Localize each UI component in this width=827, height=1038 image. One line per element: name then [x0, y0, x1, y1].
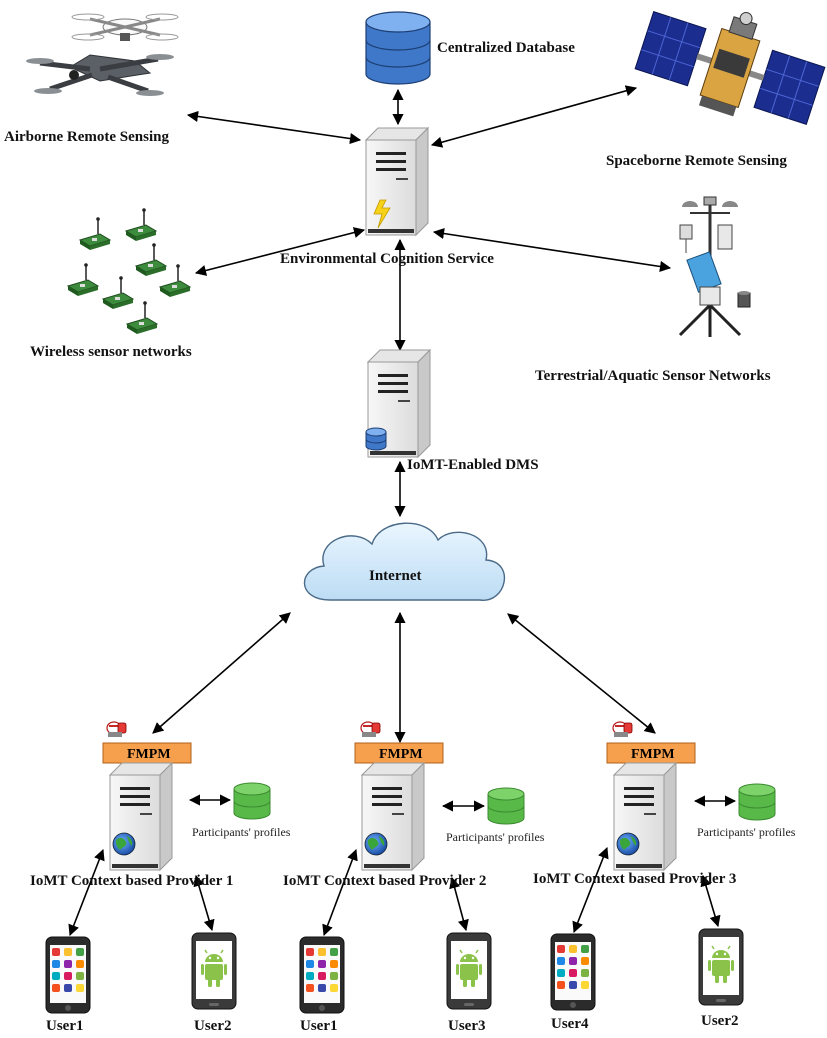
- ios-phone-icon: [299, 936, 345, 1014]
- user-label: User2: [194, 1018, 232, 1034]
- worker-icon: [106, 721, 127, 738]
- provider-2: FMPM Participants' profiles IoMT Context…: [283, 721, 545, 1034]
- profiles-database-icon: [233, 782, 271, 820]
- worker-icon: [360, 721, 381, 738]
- satellite-icon: [634, 11, 826, 125]
- user-label: User4: [551, 1016, 589, 1032]
- profiles-label: Participants' profiles: [446, 830, 545, 844]
- edge-p3-user-a: [572, 846, 609, 934]
- edge-airborne-ecs: [186, 110, 362, 145]
- terrestrial-label: Terrestrial/Aquatic Sensor Networks: [535, 368, 771, 384]
- profiles-label: Participants' profiles: [697, 825, 796, 839]
- provider-name: IoMT Context based Provider 1: [30, 873, 233, 889]
- weather-station-icon: [678, 196, 751, 337]
- internet-cloud-icon: [303, 522, 506, 601]
- android-phone-icon: [698, 928, 744, 1006]
- profiles-database-icon: [487, 787, 525, 825]
- globe-icon: [112, 832, 136, 856]
- fmpm-label: FMPM: [631, 747, 675, 762]
- centralized-database-label: Centralized Database: [437, 40, 575, 56]
- ios-phone-icon: [550, 933, 596, 1011]
- user-label: User1: [46, 1018, 84, 1034]
- edge-p3-user-b: [700, 874, 721, 928]
- edge-internet-p3: [507, 613, 656, 734]
- ios-phone-icon: [45, 936, 91, 1014]
- centralized-database-icon: [365, 11, 431, 85]
- drone-icon: [26, 13, 179, 96]
- user-label: User2: [701, 1013, 739, 1029]
- fmpm-label: FMPM: [127, 747, 171, 762]
- internet-label: Internet: [369, 568, 422, 584]
- fmpm-label: FMPM: [379, 747, 423, 762]
- edge-p2-user-b: [449, 876, 469, 932]
- profiles-label: Participants' profiles: [192, 825, 291, 839]
- provider-name: IoMT Context based Provider 3: [533, 871, 736, 887]
- edge-p1-user-b: [193, 874, 215, 932]
- provider-name: IoMT Context based Provider 2: [283, 873, 486, 889]
- edge-internet-p1: [152, 612, 291, 734]
- worker-icon: [612, 721, 633, 738]
- android-phone-icon: [446, 932, 492, 1010]
- android-phone-icon: [191, 932, 237, 1010]
- ecs-server-icon: [365, 127, 429, 236]
- user-label: User3: [448, 1018, 486, 1034]
- edge-wsn-ecs: [194, 227, 366, 276]
- dms-server-icon: [365, 349, 431, 458]
- provider-3: FMPM Participants' profiles IoMT Context…: [533, 721, 796, 1032]
- airborne-label: Airborne Remote Sensing: [4, 129, 169, 145]
- edge-terrestrial-ecs: [432, 227, 672, 273]
- globe-icon: [616, 832, 640, 856]
- wsn-label: Wireless sensor networks: [30, 344, 192, 360]
- profiles-database-icon: [738, 783, 776, 821]
- user-label: User1: [300, 1018, 338, 1034]
- edges: [68, 85, 737, 937]
- spaceborne-label: Spaceborne Remote Sensing: [606, 153, 787, 169]
- edge-p1-user-a: [68, 848, 105, 937]
- ecs-label: Environmental Cognition Service: [280, 251, 494, 267]
- dms-label: IoMT-Enabled DMS: [407, 457, 539, 473]
- wireless-sensor-network-icon: [67, 207, 191, 335]
- globe-icon: [364, 832, 388, 856]
- edge-spaceborne-ecs: [430, 85, 638, 148]
- provider-1: FMPM Participants' profiles IoMT Context…: [30, 721, 291, 1034]
- edge-p2-user-a: [322, 848, 358, 937]
